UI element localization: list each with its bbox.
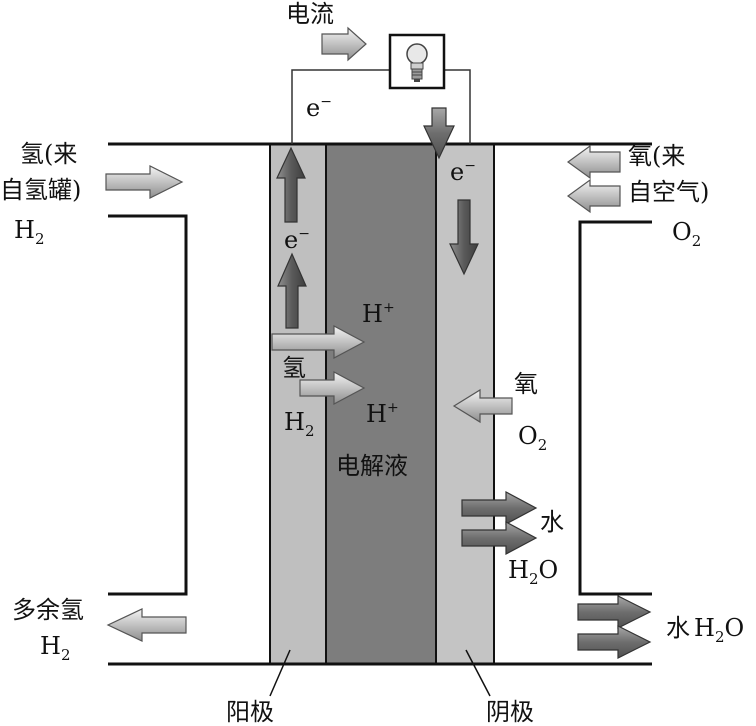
hydrogen-in-label-1: 氢(来 <box>20 140 77 168</box>
proton-arrow-1 <box>271 325 366 359</box>
electron-arrow-anode-lower <box>277 252 307 329</box>
cathode-label: 阴极 <box>486 698 534 726</box>
electrolyte-layer <box>325 143 437 665</box>
oxygen-in-label-2: 自空气) <box>628 178 709 206</box>
proton-label-1: H+ <box>362 300 395 328</box>
water-out-arrow-1 <box>577 595 652 629</box>
electron-label-anode: e− <box>284 226 310 254</box>
anode-leader-line <box>269 649 291 697</box>
water-arrow-1 <box>461 491 538 525</box>
external-wire-right <box>444 69 471 144</box>
electrolyte-label: 电解液 <box>336 452 408 480</box>
electron-arrow-cathode <box>449 199 479 276</box>
hydrogen-label: 氢 <box>282 354 306 382</box>
water-label: 水 <box>540 508 564 536</box>
water-formula: H2O <box>508 556 558 588</box>
light-bulb-icon <box>388 33 446 90</box>
electron-label-cathode: e− <box>450 158 476 186</box>
excess-hydrogen-label: 多余氢 <box>12 596 84 624</box>
current-arrow <box>321 26 367 62</box>
water-out-arrow-2 <box>577 625 652 659</box>
proton-label-2: H+ <box>366 400 399 428</box>
anode-inner-wall <box>108 214 188 596</box>
hydrogen-formula: H2 <box>284 408 314 440</box>
current-label: 电流 <box>286 0 334 28</box>
hydrogen-in-label-2: 自氢罐) <box>0 176 81 204</box>
electron-arrow-into-cathode <box>423 107 455 160</box>
oxygen-formula: O2 <box>518 422 547 454</box>
excess-hydrogen-arrow <box>106 608 187 642</box>
anode-layer <box>269 143 327 665</box>
cathode-inner-wall <box>578 220 652 596</box>
hydrogen-formula-in: H2 <box>14 216 44 248</box>
excess-hydrogen-formula: H2 <box>40 632 70 664</box>
hydrogen-in-arrow <box>105 165 184 199</box>
oxygen-in-label-1: 氧(来 <box>628 142 685 170</box>
oxygen-in-arrow-2 <box>566 178 621 214</box>
external-wire <box>291 69 390 144</box>
water-arrow-2 <box>461 521 538 555</box>
anode-label: 阳极 <box>226 698 274 726</box>
oxygen-into-cathode-arrow <box>452 388 513 424</box>
oxygen-label: 氧 <box>514 370 538 398</box>
proton-arrow-2 <box>299 371 366 405</box>
oxygen-in-arrow-1 <box>566 144 621 180</box>
electron-label-wire: e− <box>306 94 332 122</box>
oxygen-formula-in: O2 <box>672 218 701 250</box>
electron-arrow-anode-upper <box>276 146 306 223</box>
cathode-leader-line <box>465 649 491 697</box>
